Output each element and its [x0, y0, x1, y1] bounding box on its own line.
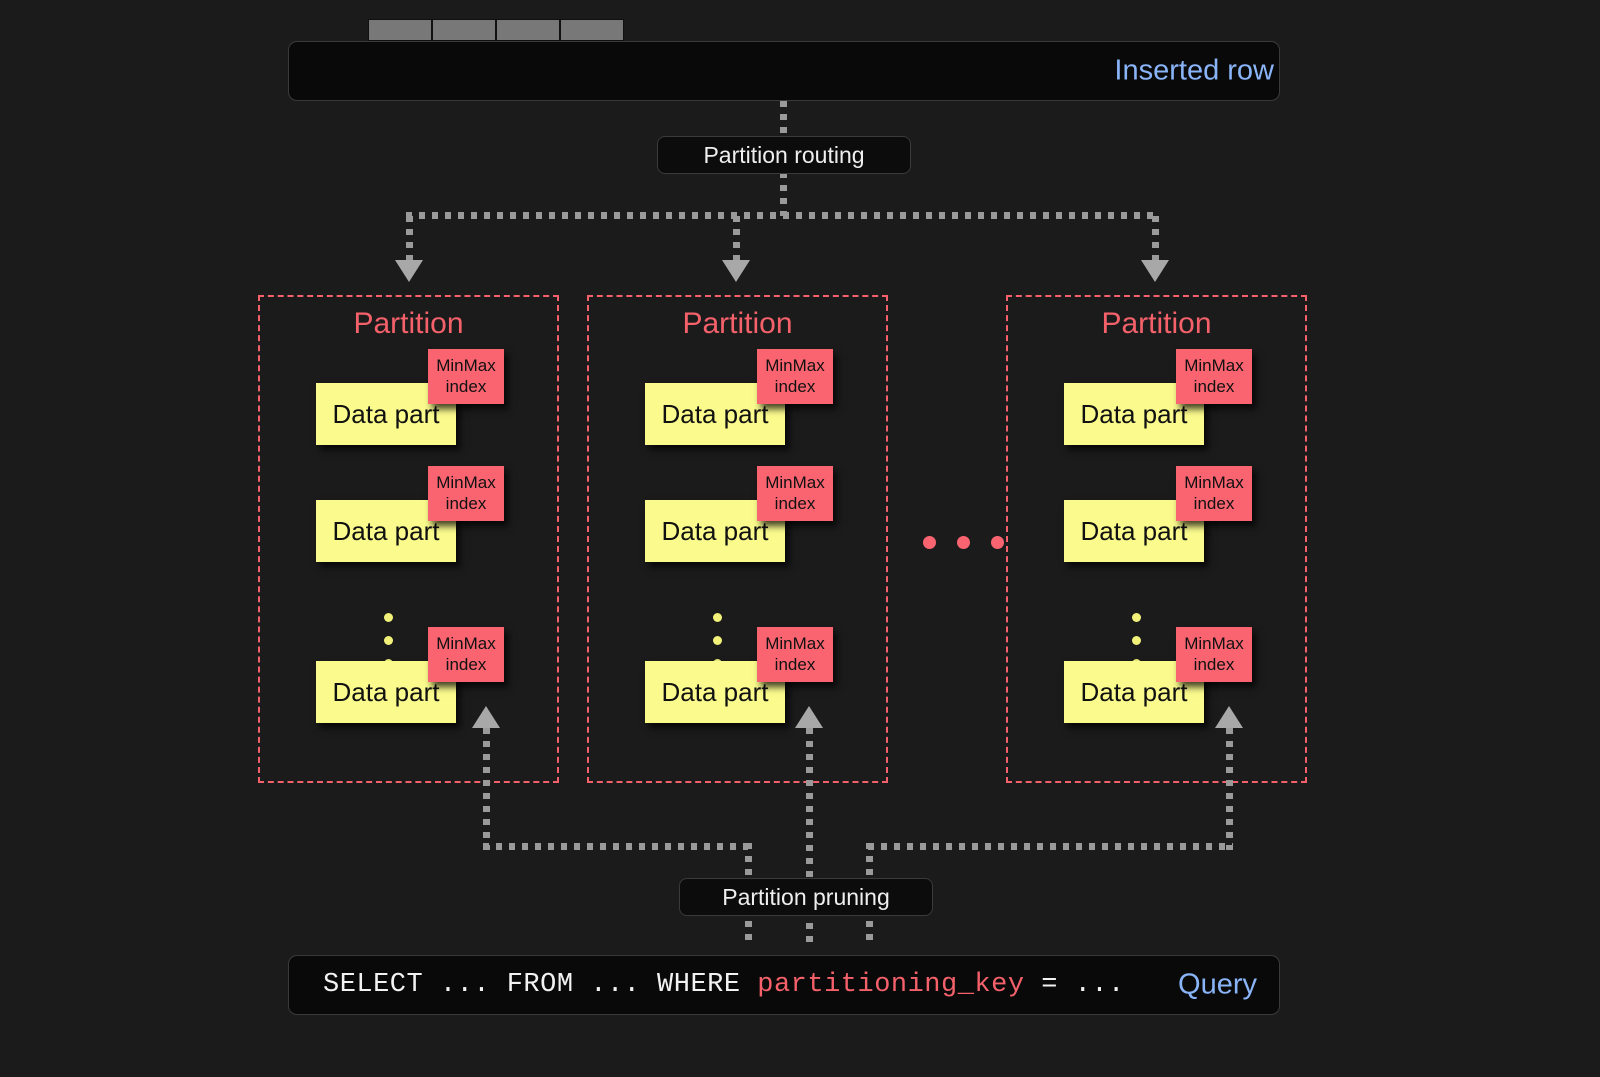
arrow-into-partition-1-bottom [472, 706, 500, 728]
ellipsis-dot [384, 636, 393, 645]
ellipsis-dot [384, 613, 393, 622]
minmax-line2: index [774, 493, 816, 513]
query-banner: SELECT ... FROM ... WHERE partitioning_k… [288, 955, 1280, 1015]
minmax-line1: MinMax [765, 634, 825, 654]
minmax-line1: MinMax [436, 634, 496, 654]
ellipsis-dot [1132, 636, 1141, 645]
minmax-line2: index [774, 376, 816, 396]
partition-pruning-box: Partition pruning [679, 878, 933, 916]
inserted-row-banner [288, 41, 1280, 101]
inserted-row-cells [368, 19, 624, 41]
minmax-line1: MinMax [436, 473, 496, 493]
minmax-line2: index [445, 376, 487, 396]
partitions-ellipsis [923, 536, 1025, 549]
connector-partition-1-to-pruning-bus [483, 728, 490, 850]
inserted-row-label: Inserted row [1114, 54, 1274, 87]
minmax-line2: index [445, 493, 487, 513]
ellipsis-dot [713, 636, 722, 645]
arrow-into-partition-3 [1141, 260, 1169, 282]
partition-routing-box: Partition routing [657, 136, 911, 174]
connector-pruning-bus-left [483, 843, 748, 850]
ellipsis-dot [1132, 613, 1141, 622]
partition-title: Partition [682, 307, 793, 340]
connector-insert-to-routing [780, 88, 787, 140]
row-cell [496, 19, 560, 41]
query-keyword: partitioning_key [757, 970, 1025, 1000]
arrow-into-partition-2-bottom [795, 706, 823, 728]
query-prefix: SELECT ... FROM ... WHERE [323, 970, 758, 1000]
query-code-text: SELECT ... FROM ... WHERE partitioning_k… [323, 970, 1125, 1000]
minmax-line2: index [1193, 376, 1235, 396]
minmax-line1: MinMax [765, 356, 825, 376]
minmax-line1: MinMax [765, 473, 825, 493]
connector-bus-to-partition-1 [406, 216, 413, 264]
query-label: Query [1178, 968, 1257, 1001]
ellipsis-dot [923, 536, 936, 549]
ellipsis-dot [957, 536, 970, 549]
minmax-line2: index [774, 654, 816, 674]
connector-routing-bus [406, 212, 1158, 219]
row-cell [432, 19, 496, 41]
connector-routing-to-bus [780, 172, 787, 216]
minmax-line2: index [445, 654, 487, 674]
data-part-box: Data part [1064, 661, 1204, 723]
row-cell [368, 19, 432, 41]
minmax-line2: index [1193, 654, 1235, 674]
connector-bus-to-partition-3 [1152, 216, 1159, 264]
minmax-line1: MinMax [1184, 356, 1244, 376]
partition-title: Partition [353, 307, 464, 340]
arrow-into-partition-1 [395, 260, 423, 282]
minmax-line1: MinMax [1184, 473, 1244, 493]
partition-title: Partition [1101, 307, 1212, 340]
minmax-line1: MinMax [1184, 634, 1244, 654]
ellipsis-dot [713, 613, 722, 622]
row-cell [560, 19, 624, 41]
connector-partition-2-to-query [806, 728, 813, 944]
minmax-line2: index [1193, 493, 1235, 513]
minmax-line1: MinMax [436, 356, 496, 376]
query-suffix: = ... [1024, 970, 1125, 1000]
connector-partition-3-to-pruning-bus [1226, 728, 1233, 850]
ellipsis-dot [991, 536, 1004, 549]
connector-bus-to-partition-2 [733, 216, 740, 264]
arrow-into-partition-3-bottom [1215, 706, 1243, 728]
arrow-into-partition-2 [722, 260, 750, 282]
connector-pruning-bus-right [868, 843, 1233, 850]
